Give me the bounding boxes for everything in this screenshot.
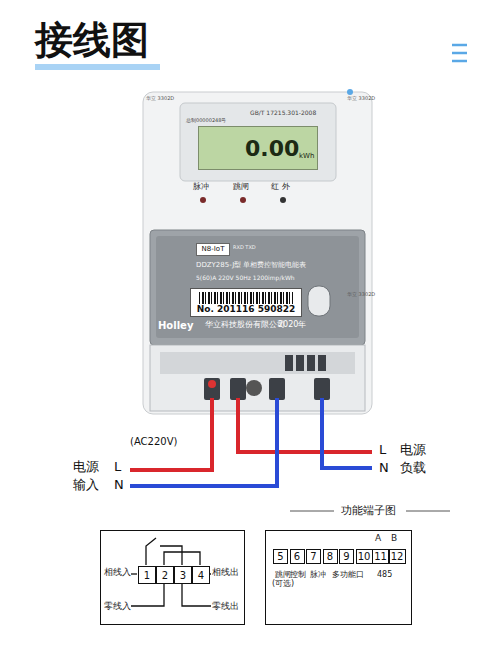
brand-mark: 华立 3302D (347, 96, 375, 102)
terminal-block (150, 345, 365, 411)
lcd-screen: 0.00kWh (198, 126, 318, 170)
seal-dot (347, 89, 353, 95)
terminal-number: 7 (310, 551, 316, 562)
terminal-box: 9 (339, 549, 354, 564)
menu-icon (452, 45, 467, 61)
terminal-number: 3 (180, 570, 186, 581)
rating: 5(60)A 220V 50Hz 1200imp/kWh (196, 275, 295, 282)
function-terminal-box: 功能端子图AB跳闸 (可选)控制脉冲多功能口48556789101112 (265, 530, 412, 625)
node-text: N8-IoT (202, 246, 225, 254)
terminal-box: 12 (389, 549, 406, 564)
terminal-box: 8 (323, 549, 338, 564)
node-text: 零线入 (104, 602, 131, 612)
led (240, 197, 246, 203)
license-number: 总制00000248号 (186, 118, 226, 124)
terminal-box: 1 (138, 566, 156, 584)
wire-label: 电源 (400, 443, 426, 457)
node-text: 零线出 (212, 602, 239, 612)
signal-label: RXD TXD (233, 245, 256, 251)
terminal-box: 4 (192, 566, 210, 584)
terminal-box: 7 (306, 549, 321, 564)
voltage-note: (AC220V) (130, 436, 177, 447)
terminal-box: 6 (290, 549, 305, 564)
model-name: DDZY285-J型 单相费控智能电能表 (196, 262, 306, 270)
cover-inner (156, 236, 359, 338)
node-text: B (391, 534, 397, 544)
node-text: kWh (299, 153, 314, 161)
terminal-screws (204, 355, 330, 400)
terminal-cover (150, 230, 365, 345)
node-text: 功能端子图 (341, 505, 396, 517)
terminal-number: 10 (358, 551, 371, 562)
screw-head (208, 380, 216, 388)
led (200, 197, 206, 203)
terminal-box: 11 (372, 549, 389, 564)
node-text: 0.00 (245, 137, 299, 161)
brand-logo: Holley (158, 320, 193, 331)
terminal-number: 2 (162, 570, 168, 581)
terminal-box: 3 (174, 566, 192, 584)
wire-label: 负载 (400, 461, 426, 475)
meter-housing (143, 92, 372, 414)
node-text: A (375, 534, 381, 544)
terminal-rail (160, 352, 355, 374)
node-text: 控制 (290, 571, 306, 580)
wire-label: N (114, 478, 124, 492)
node-text: 多功能口 (332, 571, 364, 580)
title-underline (35, 64, 160, 70)
year: 2020年 (278, 321, 306, 330)
page-title: 接线图 (35, 20, 149, 62)
node-text: 相线入 (104, 568, 131, 578)
indicator-label: 跳闸 (233, 183, 249, 192)
barcode-stripes (199, 292, 293, 304)
cover-button (308, 286, 330, 316)
wire-label: L (114, 460, 121, 474)
brand-mark: 华立 3302D (347, 292, 375, 298)
node-text: No. 201116 590822 (197, 305, 296, 315)
terminal-number: 6 (294, 551, 300, 562)
ir-port (280, 197, 286, 203)
brand-mark: 华立 3302D (146, 96, 174, 102)
wires (130, 398, 372, 486)
main-terminal-box: 相线入零线入 相线出零线出 1 2 3 4 (100, 530, 245, 625)
indicator-label: 红 外 (271, 183, 290, 192)
terminal-number: 8 (327, 551, 333, 562)
serial-plate: No. 201116 590822 (190, 288, 302, 317)
terminal-number: 5 (277, 551, 283, 562)
node-text: 485 (377, 571, 392, 580)
lcd-window (180, 103, 336, 181)
wire-label: N (379, 461, 389, 475)
terminal-box: 10 (356, 549, 373, 564)
terminal-number: 11 (374, 551, 387, 562)
indicator-label: 脉冲 (193, 183, 209, 192)
wire-label: L (379, 443, 386, 457)
terminal-number: 1 (144, 570, 150, 581)
node-text: 相线出 (212, 568, 239, 578)
terminal-box: 5 (273, 549, 288, 564)
maker-name: 华立科技股份有限公司 (205, 321, 285, 330)
terminal-number: 12 (391, 551, 404, 562)
internal-wiring (131, 538, 211, 606)
standard-number: GB/T 17215.301-2008 (250, 110, 316, 117)
terminal-number: 4 (198, 570, 204, 581)
wire-label: 电源 (73, 460, 99, 474)
module-tag: N8-IoT (196, 243, 230, 256)
wire-label: 输入 (73, 478, 99, 492)
terminal-number: 9 (343, 551, 349, 562)
center-screw (246, 380, 262, 396)
node-text: 脉冲 (310, 571, 326, 580)
terminal-box: 2 (156, 566, 174, 584)
